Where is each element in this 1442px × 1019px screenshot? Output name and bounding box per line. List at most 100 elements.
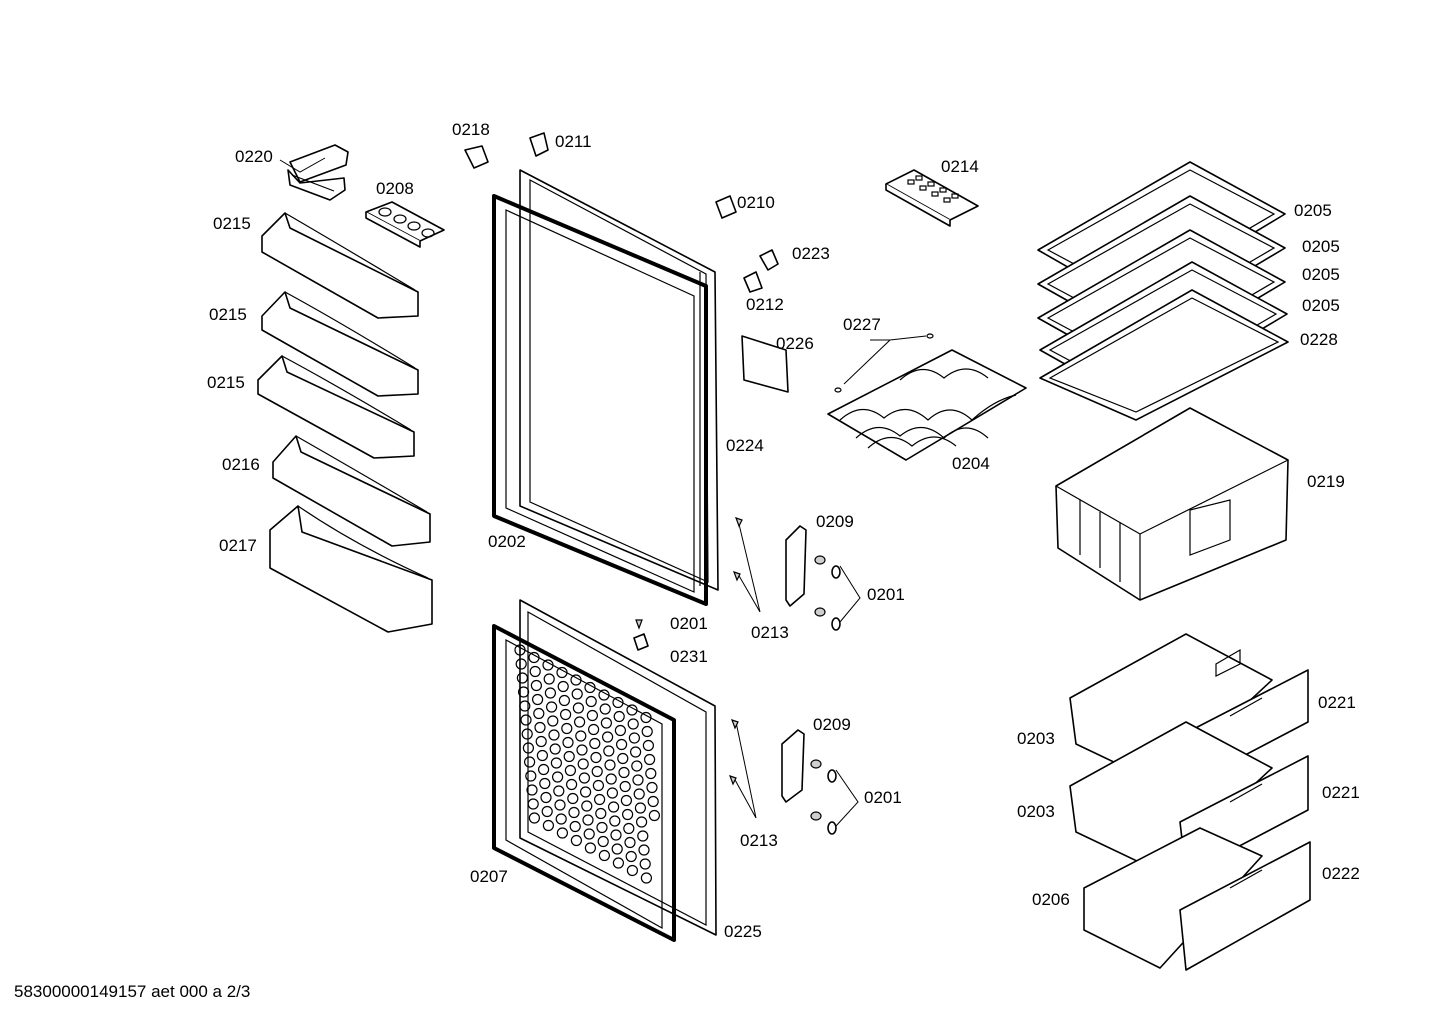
- door-panel-dot: [554, 799, 566, 811]
- part-label-plate: [741, 335, 789, 393]
- door-panel-dot: [637, 830, 649, 842]
- door-panel-dot: [582, 814, 594, 826]
- label-0221-1: 0221: [1318, 693, 1356, 712]
- door-panel-dot: [609, 815, 621, 827]
- door-panel-dot: [646, 781, 658, 794]
- part-door-handle-upper: [732, 517, 861, 631]
- part-bottle-shelf: [272, 435, 431, 547]
- door-panel-dot: [527, 798, 539, 810]
- label-0217: 0217: [219, 536, 257, 555]
- label-0226: 0226: [776, 334, 814, 353]
- door-panel-dot: [629, 746, 642, 758]
- door-panel-dot: [541, 805, 553, 818]
- door-panel-dot: [598, 689, 610, 701]
- door-panel-dot: [633, 788, 645, 800]
- label-0207: 0207: [470, 867, 508, 886]
- door-panel-dot: [515, 658, 527, 670]
- door-panel-dot: [517, 686, 530, 698]
- door-panel-dot: [568, 806, 580, 819]
- label-0203-2: 0203: [1017, 802, 1055, 821]
- door-panel-dot: [570, 834, 583, 847]
- label-0213-2: 0213: [740, 831, 778, 850]
- door-panel-dot: [573, 716, 586, 728]
- part-door-handle-lower: [728, 719, 859, 835]
- door-panel-dot: [559, 708, 572, 721]
- part-freezer-door-gasket: [492, 624, 676, 942]
- label-0202: 0202: [488, 532, 526, 551]
- label-0231: 0231: [670, 647, 708, 666]
- door-panel-dot: [514, 644, 526, 656]
- label-0204: 0204: [952, 454, 990, 473]
- door-panel-dot: [553, 785, 565, 797]
- door-panel-dot: [635, 816, 648, 828]
- leader-lines: [279, 157, 927, 385]
- door-panel-dot: [631, 760, 643, 772]
- door-panel-dot: [575, 730, 587, 742]
- door-panel-dot: [627, 718, 639, 730]
- door-panel-dot: [589, 737, 601, 750]
- door-panel-dot: [581, 800, 593, 812]
- door-panel-dot: [590, 751, 602, 764]
- door-panel-dot: [632, 774, 644, 786]
- door-panel-dot: [516, 672, 529, 684]
- door-panel-dot: [648, 809, 661, 822]
- door-panel-dot: [624, 836, 636, 849]
- door-panel-dot: [640, 872, 653, 884]
- door-panel-dot: [542, 819, 555, 832]
- door-panel-dot: [618, 766, 630, 779]
- part-freezer-drawer-3: [1083, 827, 1311, 971]
- door-panel-dot: [612, 857, 625, 869]
- part-hinge-cover-0210: [715, 195, 737, 219]
- label-0209-1: 0209: [816, 512, 854, 531]
- door-panel-dot: [611, 843, 623, 855]
- label-0209-2: 0209: [813, 715, 851, 734]
- label-0201-1: 0201: [867, 585, 905, 604]
- door-panel-dot: [645, 767, 657, 780]
- part-door-shelf-2: [261, 291, 419, 397]
- label-0211: 0211: [555, 132, 592, 151]
- label-0206: 0206: [1032, 890, 1070, 909]
- part-freezer-door: [519, 599, 717, 936]
- door-panel-dot: [572, 702, 585, 714]
- door-panel-dot: [567, 792, 579, 805]
- label-0222: 0222: [1322, 864, 1360, 883]
- door-panel-dot: [543, 673, 555, 685]
- door-panel-dot: [562, 736, 574, 749]
- door-panel-dot: [641, 725, 653, 738]
- part-hinge-0223-0212: [743, 249, 779, 293]
- label-0205-2: 0205: [1302, 237, 1340, 256]
- part-clip-0218: [464, 145, 489, 169]
- door-panel-dot: [548, 729, 560, 741]
- label-0215-2: 0215: [209, 305, 247, 324]
- door-panel-dot: [563, 750, 575, 763]
- door-panel-dot: [643, 753, 656, 766]
- door-panel-dot: [599, 703, 611, 715]
- part-crisper-box: [1055, 407, 1289, 601]
- label-0208: 0208: [376, 179, 414, 198]
- door-panel-dot: [623, 822, 635, 835]
- door-panel-dot: [555, 813, 567, 825]
- door-panel-dot: [536, 749, 549, 762]
- label-0210: 0210: [737, 193, 775, 212]
- door-panel-dot: [542, 659, 554, 671]
- label-0215-1: 0215: [213, 214, 251, 233]
- door-panel-dot: [528, 812, 541, 824]
- door-panel-dot: [601, 731, 614, 743]
- label-0227: 0227: [843, 315, 881, 334]
- door-panel-dot: [519, 700, 531, 712]
- door-panel-dot: [610, 829, 622, 841]
- door-panel-dot: [617, 752, 629, 765]
- part-large-bottle-shelf: [269, 505, 433, 633]
- label-0201-2: 0201: [670, 614, 708, 633]
- door-panel-dot: [584, 842, 597, 854]
- label-0221-2: 0221: [1322, 783, 1360, 802]
- door-panel-dot: [595, 807, 607, 820]
- door-panel-dot: [612, 696, 624, 709]
- door-panel-dot: [615, 738, 628, 751]
- door-panel-dot: [607, 801, 620, 813]
- door-panel-dot: [603, 745, 615, 757]
- door-panel-dot: [551, 771, 564, 783]
- door-panel-dot: [550, 757, 563, 769]
- door-panel-dot: [530, 679, 543, 692]
- door-panel-dot: [596, 821, 608, 834]
